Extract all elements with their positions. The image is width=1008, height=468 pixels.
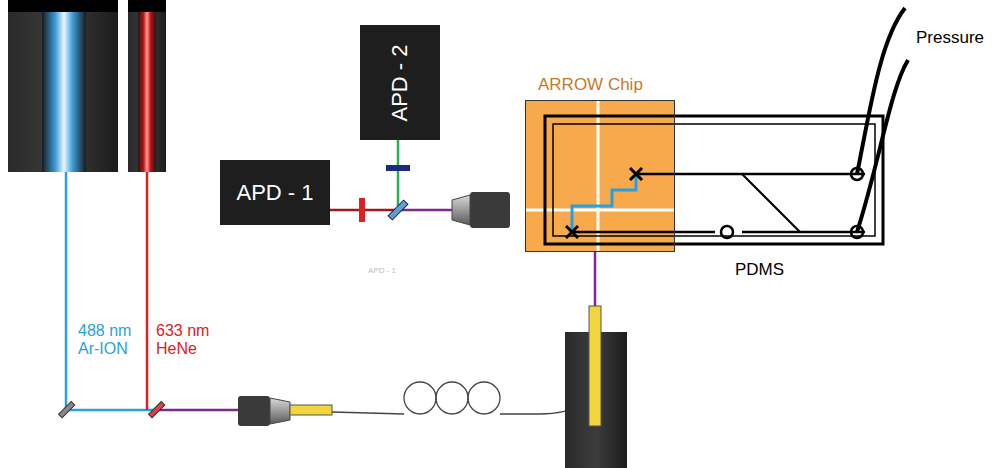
mirror	[59, 402, 75, 418]
reservoir-cross	[566, 168, 642, 238]
detector-box: APD - 2	[360, 25, 440, 140]
collection-objective	[452, 192, 510, 228]
laser-label: 633 nm HeNe	[156, 322, 218, 359]
pressure-tubing	[857, 8, 908, 232]
chip-box: ARROW Chip	[525, 100, 675, 252]
green-emission	[397, 140, 400, 206]
red-beam	[146, 172, 149, 410]
chip-heading: ARROW Chip	[538, 75, 643, 95]
dichroic-mirror	[149, 402, 165, 418]
blue-beam	[66, 409, 157, 412]
blue-beam	[65, 172, 68, 410]
red-filter	[359, 198, 365, 222]
faint-label: APD - 1	[368, 266, 408, 275]
waveguide-output	[511, 209, 525, 212]
optical-fiber	[332, 380, 595, 414]
combined-beam	[157, 409, 245, 412]
pdms-block	[545, 116, 883, 244]
material-label: PDMS	[735, 260, 815, 280]
laser-label: 488 nm Ar-ION	[78, 322, 140, 359]
dichroic-splitter	[388, 200, 408, 220]
arrow-chip-illustration	[525, 100, 675, 252]
excitation-beam	[594, 252, 597, 306]
detector-label: APD - 2	[387, 44, 413, 121]
fiber-holder	[565, 306, 627, 468]
detector-label: APD - 1	[236, 180, 313, 206]
hene-laser	[128, 0, 166, 172]
fluidic-channel	[572, 174, 636, 232]
ar-ion-laser	[8, 0, 118, 172]
detector-box: APD - 1	[220, 160, 330, 225]
input-objective	[238, 396, 332, 426]
green-filter	[386, 165, 410, 171]
tubing-label: Pressure	[916, 28, 1006, 48]
